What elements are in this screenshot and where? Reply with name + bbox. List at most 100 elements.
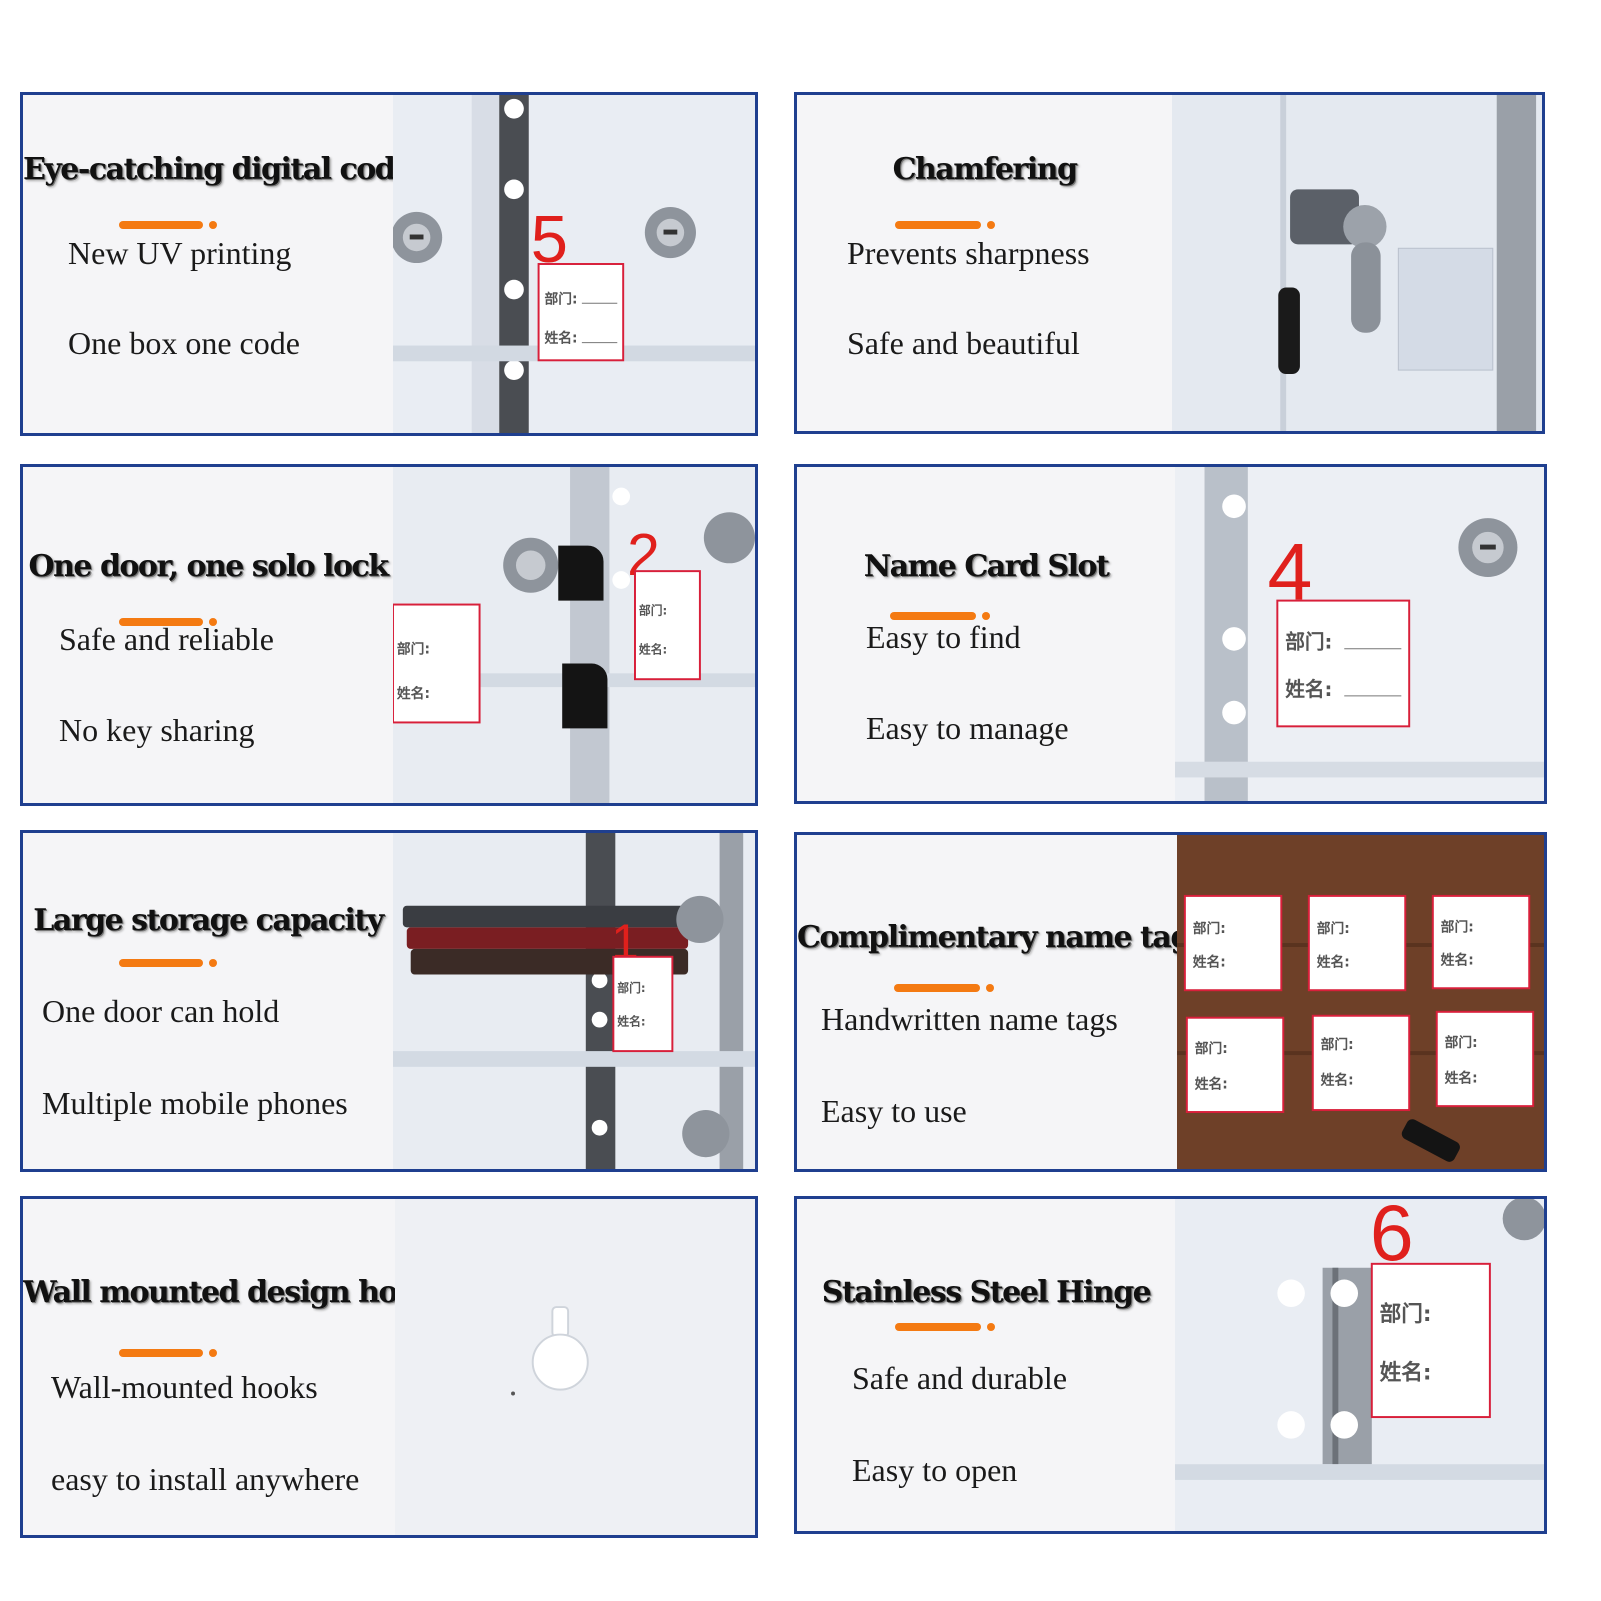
name-tag: 部门: 姓名: — [1431, 894, 1531, 990]
accent-bar — [119, 221, 203, 229]
svg-text:姓名:: 姓名: — [544, 330, 577, 347]
accent-dot — [209, 221, 217, 229]
card-line-2: Easy to use — [821, 1093, 967, 1129]
product-photo — [1172, 95, 1542, 431]
product-photo: 5 部门: 姓名: — [393, 95, 755, 433]
name-tag: 部门: 姓名: — [1185, 1016, 1285, 1114]
accent-bar — [895, 1323, 981, 1331]
svg-text:部门:: 部门: — [544, 290, 577, 307]
feature-card-solo-lock: One door, one solo lock Safe and reliabl… — [20, 464, 758, 806]
svg-text:姓名:: 姓名: — [1195, 1075, 1228, 1092]
product-photo: 1 部门: 姓名: — [393, 833, 755, 1169]
svg-text:姓名:: 姓名: — [639, 643, 667, 657]
svg-text:姓名:: 姓名: — [617, 1015, 645, 1029]
card-title: One door, one solo lock — [28, 549, 389, 584]
feature-card-name-tags: Complimentary name tags Handwritten name… — [794, 832, 1547, 1172]
accent-bar — [895, 221, 981, 229]
svg-text:部门:: 部门: — [1441, 918, 1474, 935]
svg-text:部门:: 部门: — [1195, 1040, 1228, 1057]
card-line-1: Safe and durable — [852, 1360, 1068, 1396]
svg-text:部门:: 部门: — [1380, 1301, 1432, 1327]
accent-dot — [987, 1323, 995, 1331]
accent-bar — [890, 612, 976, 620]
card-line-1: Easy to find — [866, 619, 1021, 655]
name-tag — [1276, 599, 1411, 728]
accent-bar — [119, 959, 203, 967]
card-title: Chamfering — [892, 152, 1078, 187]
feature-card-chamfering: Chamfering Prevents sharpness Safe and b… — [794, 92, 1545, 434]
name-tag — [537, 263, 625, 362]
lock-icon — [1502, 1199, 1544, 1241]
card-line-1: One door can hold — [42, 993, 280, 1029]
keyhole-icon — [531, 1306, 589, 1391]
pen — [1401, 1119, 1460, 1162]
feature-card-digital-code: Eye-catching digital code New UV printin… — [20, 92, 758, 436]
svg-text:部门:: 部门: — [1285, 631, 1332, 654]
svg-text:姓名:: 姓名: — [1285, 678, 1332, 701]
card-line-2: No key sharing — [59, 712, 255, 748]
svg-text:姓名:: 姓名: — [1193, 954, 1226, 971]
hinge — [499, 95, 529, 433]
accent-dot — [987, 221, 995, 229]
accent-dot — [209, 618, 217, 626]
key-icon — [1278, 287, 1300, 375]
lock-icon — [703, 512, 755, 564]
lock-icon — [682, 1110, 730, 1158]
svg-text:姓名:: 姓名: — [1317, 954, 1350, 971]
accent-dot — [982, 612, 990, 620]
name-tag — [612, 955, 674, 1053]
phone — [406, 927, 689, 949]
name-tag: 部门: 姓名: — [1307, 894, 1407, 992]
card-line-1: Wall-mounted hooks — [51, 1369, 318, 1405]
card-line-2: Safe and beautiful — [847, 325, 1080, 361]
svg-text:姓名:: 姓名: — [1445, 1070, 1478, 1087]
card-title: Complimentary name tags — [797, 920, 1207, 955]
name-tag — [1370, 1262, 1491, 1419]
key-icon — [558, 545, 604, 601]
feature-card-hinge: Stainless Steel Hinge Safe and durable E… — [794, 1196, 1547, 1534]
lock-icon — [1290, 189, 1359, 245]
name-tag — [393, 603, 481, 724]
card-line-2: easy to install anywhere — [51, 1461, 360, 1497]
accent-bar — [119, 618, 203, 626]
svg-text:姓名:: 姓名: — [1321, 1072, 1354, 1089]
hinge — [1496, 95, 1537, 431]
card-title: Eye-catching digital code — [23, 152, 413, 187]
key-icon — [562, 663, 608, 729]
feature-card-wall-mount: Wall mounted design hole Wall-mounted ho… — [20, 1196, 758, 1538]
svg-text:部门:: 部门: — [1321, 1036, 1354, 1053]
product-photo: 4 部门: 姓名: — [1175, 467, 1544, 801]
accent-bar — [119, 1349, 203, 1357]
accent-bar — [894, 984, 980, 992]
accent-dot — [209, 1349, 217, 1357]
svg-text:部门:: 部门: — [617, 981, 645, 995]
accent-dot — [986, 984, 994, 992]
svg-text:部门:: 部门: — [1193, 920, 1226, 937]
hinge — [585, 833, 616, 1169]
svg-text:姓名:: 姓名: — [397, 685, 430, 702]
card-line-2: Easy to open — [852, 1452, 1018, 1488]
feature-card-storage: Large storage capacity One door can hold… — [20, 830, 758, 1172]
svg-text:部门:: 部门: — [1445, 1034, 1478, 1051]
svg-text:部门:: 部门: — [1317, 920, 1350, 937]
phone — [402, 905, 689, 928]
accent-dot — [209, 959, 217, 967]
name-tag: 部门: 姓名: — [1435, 1010, 1535, 1108]
lock-icon — [676, 895, 724, 944]
card-line-1: Prevents sharpness — [847, 235, 1090, 271]
card-title: Stainless Steel Hinge — [821, 1275, 1152, 1310]
card-line-1: New UV printing — [68, 235, 292, 271]
svg-text:姓名:: 姓名: — [1441, 952, 1474, 969]
svg-text:部门:: 部门: — [639, 603, 667, 617]
name-tag: 部门: 姓名: — [1311, 1014, 1411, 1112]
product-photo: 2 部门: 姓名: 部门: 姓名: — [393, 467, 755, 803]
card-title: Large storage capacity — [33, 903, 384, 938]
svg-text:部门:: 部门: — [397, 641, 430, 658]
card-title: Wall mounted design hole — [23, 1275, 426, 1310]
card-line-2: Easy to manage — [866, 710, 1069, 746]
name-tag: 部门: 姓名: — [1183, 894, 1283, 992]
card-line-1: Safe and reliable — [59, 621, 274, 657]
product-photo — [395, 1199, 755, 1535]
product-photo: 部门: 姓名: 部门: 姓名: 部门: 姓名: 部门: 姓名: 部门: — [1177, 835, 1544, 1169]
feature-card-name-card-slot: Name Card Slot Easy to find Easy to mana… — [794, 464, 1547, 804]
